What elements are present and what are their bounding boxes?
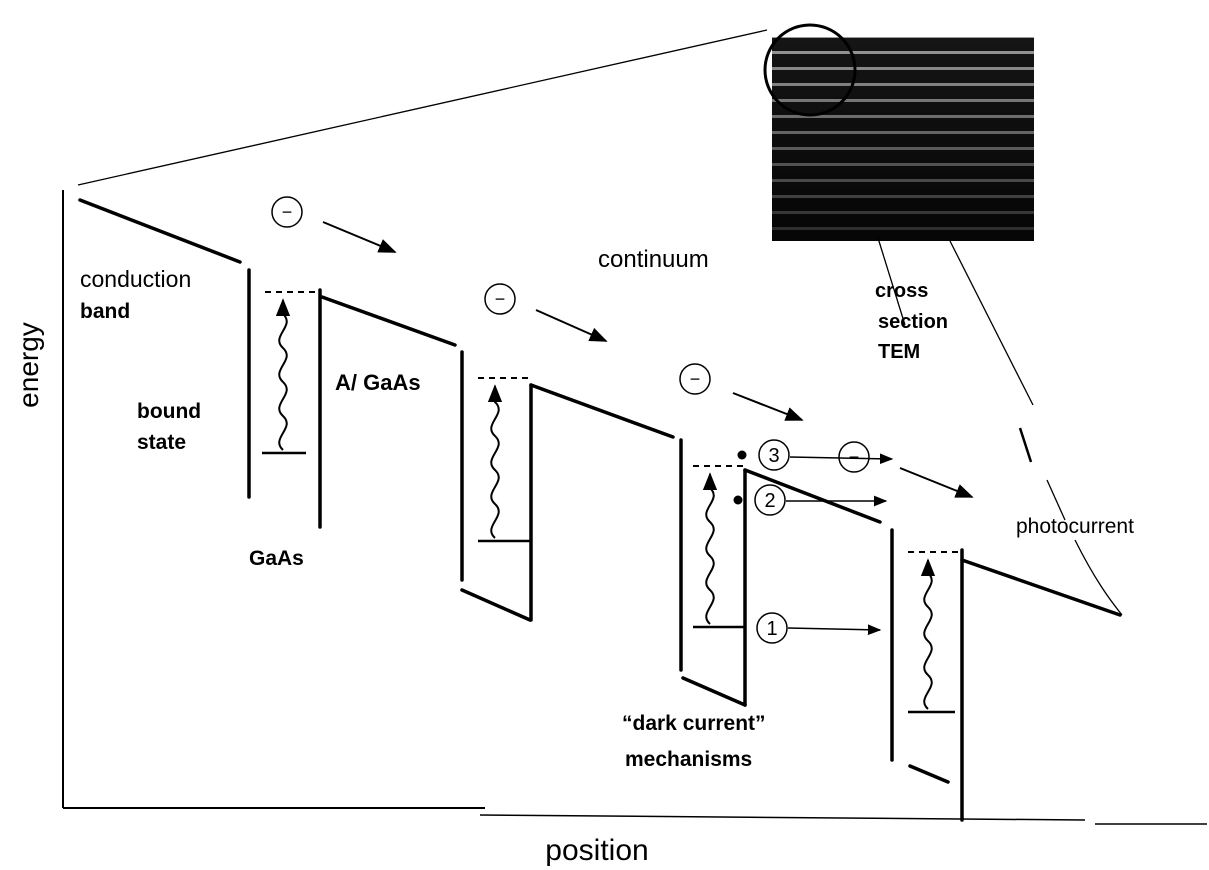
bound-state-levels [262,453,955,712]
label-barrier-material: A/ GaAs [335,370,421,395]
label-conduction: conduction [80,266,191,292]
wavy-excitation-icon [279,300,287,450]
wavy-excitation-icon [491,386,499,538]
x-axis-seg-2 [480,815,1085,820]
arrow-icon [900,468,972,497]
well-3-bottom [683,678,745,705]
electron-icon: − [839,442,869,472]
arrow-icon [536,310,606,341]
svg-text:−: − [495,289,506,309]
label-bound: bound [137,400,201,423]
arrow-icon [733,393,802,420]
well-2-bottom [462,590,530,620]
label-section: section [878,311,948,333]
tem-inset [78,25,1122,615]
x-axis-label: position [545,834,648,867]
electron-icon: − [485,284,515,314]
label-state: state [137,431,186,454]
y-axis-label: energy [13,322,44,408]
label-tem: TEM [878,341,920,363]
conduction-band-profile [80,200,1120,820]
svg-text:1: 1 [766,618,777,640]
label-photocurrent: photocurrent [1016,515,1134,538]
label-cross: cross [875,280,928,302]
barrier-slope-2 [322,297,455,345]
labels: conduction band bound state A/ GaAs GaAs… [80,246,1134,771]
label-continuum: continuum [598,246,709,273]
wavy-excitation-icon [924,560,932,709]
svg-text:−: − [690,369,701,389]
mechanism-1: 1 [757,613,880,643]
svg-text:2: 2 [764,490,775,512]
electron-icon: − [680,364,710,394]
mechanism-2: 2 [734,485,887,515]
well-4-bottom [910,766,948,782]
svg-text:−: − [849,447,860,467]
arrow-icon [323,222,395,252]
label-band: band [80,300,130,323]
label-well-material: GaAs [249,547,304,570]
label-mechanisms: mechanisms [625,748,752,771]
electron-icon: − [272,197,302,227]
dark-current-mechanisms: 3 2 1 [734,440,893,643]
barrier-slope-1 [80,200,240,262]
wavy-excitation-icon [706,474,714,624]
svg-text:−: − [282,202,293,222]
barrier-slope-5 [962,560,1120,615]
label-dark-current: “dark current” [622,712,766,735]
svg-text:3: 3 [768,445,779,467]
barrier-slope-3 [531,385,673,437]
